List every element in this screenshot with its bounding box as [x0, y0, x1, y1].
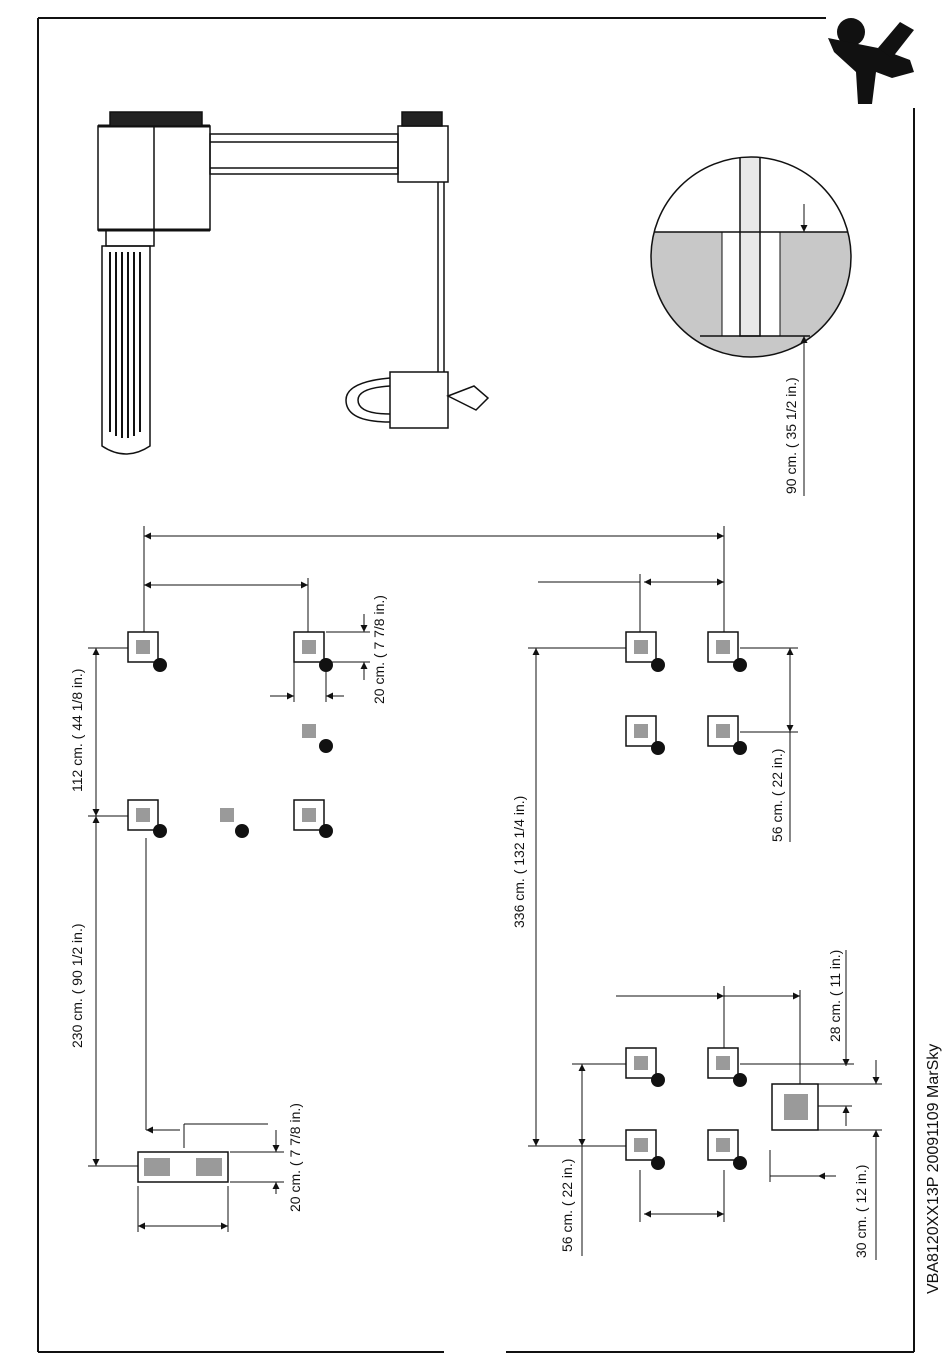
dim-112: 112 cm. ( 44 1/8 in.)	[69, 669, 85, 792]
footing-layout: 90 cm. ( 35 1/2 in.) 112 cm. ( 44 1/8 in…	[69, 377, 882, 1260]
anchor-plates	[136, 640, 808, 1176]
dim-56-left: 56 cm. ( 22 in.)	[559, 1159, 575, 1252]
dim-56-right: 56 cm. ( 22 in.)	[769, 749, 785, 842]
child-jumping-icon	[828, 18, 914, 104]
document-code: VBA8120XX13P 20091109 MarSky	[925, 1044, 942, 1294]
post-dots	[153, 658, 747, 1170]
post-depth-detail	[650, 156, 852, 496]
dim-336: 336 cm. ( 132 1/4 in.)	[511, 796, 527, 928]
playset-top-view	[98, 112, 488, 454]
dim-28: 28 cm. ( 11 in.)	[827, 950, 843, 1042]
dim-230: 230 cm. ( 90 1/2 in.)	[69, 923, 85, 1048]
footing-squares	[128, 632, 818, 1182]
dimension-lines	[88, 526, 882, 1260]
dim-20-bottom: 20 cm. ( 7 7/8 in.)	[287, 1103, 303, 1212]
dim-30: 30 cm. ( 12 in.)	[853, 1165, 869, 1258]
dim-20-top: 20 cm. ( 7 7/8 in.)	[371, 595, 387, 704]
dim-post-depth: 90 cm. ( 35 1/2 in.)	[783, 377, 799, 494]
